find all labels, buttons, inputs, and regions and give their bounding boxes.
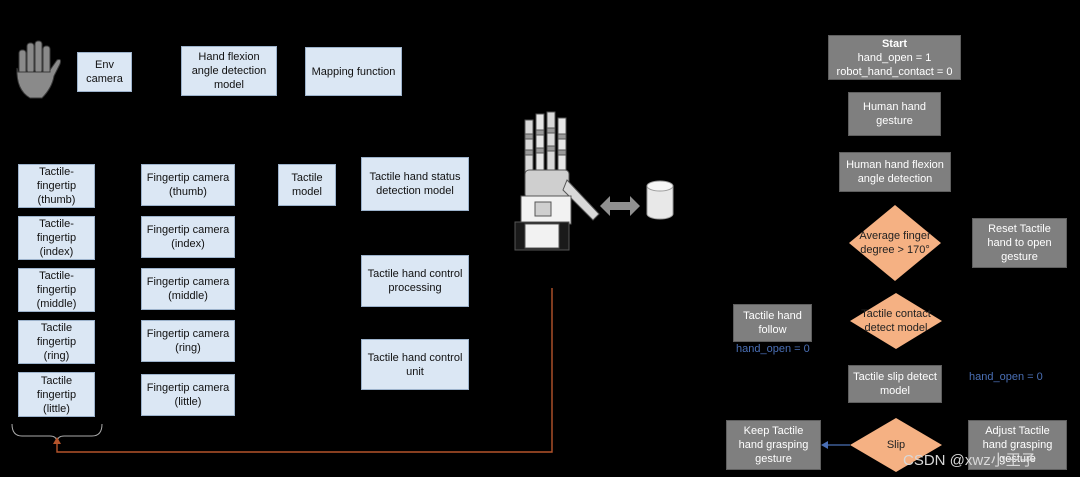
tactile-fingertip-middle: Tactile- fingertip (middle) bbox=[18, 268, 95, 312]
status-detection-box: Tactile hand status detection model bbox=[361, 157, 469, 211]
tactile-fingertip-index: Tactile- fingertip (index) bbox=[18, 216, 95, 260]
tactile-fingertip-ring: Tactile fingertip (ring) bbox=[18, 320, 95, 364]
fingertip-camera-thumb: Fingertip camera (thumb) bbox=[141, 164, 235, 206]
fingertip-camera-middle: Fingertip camera (middle) bbox=[141, 268, 235, 310]
watermark-text: CSDN @xwz小王子 bbox=[903, 452, 1036, 469]
slip-decision-label: Slip bbox=[886, 439, 906, 451]
angle-decision-label: Average finger degree > 170° bbox=[859, 230, 931, 256]
robot-hand-icon bbox=[514, 111, 600, 251]
hand-follow-box: Tactile hand follow bbox=[733, 304, 812, 342]
contact-decision-label: Tactile contact detect model bbox=[861, 308, 931, 334]
fingertip-camera-little: Fingertip camera (little) bbox=[141, 374, 235, 416]
control-unit-box: Tactile hand control unit bbox=[361, 339, 469, 390]
feedback-line bbox=[56, 288, 553, 453]
control-processing-box: Tactile hand control processing bbox=[361, 255, 469, 307]
tactile-fingertip-little: Tactile fingertip (little) bbox=[18, 372, 95, 417]
start-box: Start hand_open = 1 robot_hand_contact =… bbox=[828, 35, 961, 80]
start-init-values: hand_open = 1 robot_hand_contact = 0 bbox=[836, 51, 953, 78]
note-hand-open-right: hand_open = 0 bbox=[969, 371, 1043, 383]
cylinder-icon bbox=[646, 180, 674, 220]
tactile-fingertip-thumb: Tactile- fingertip (thumb) bbox=[18, 164, 95, 208]
fingertip-camera-ring: Fingertip camera (ring) bbox=[141, 320, 235, 362]
fingertip-camera-index: Fingertip camera (index) bbox=[141, 216, 235, 258]
double-arrow-icon bbox=[600, 196, 640, 216]
angle-decision: Average finger degree > 170° bbox=[849, 205, 941, 281]
note-hand-open-left: hand_open = 0 bbox=[736, 343, 810, 355]
start-title: Start bbox=[881, 37, 908, 50]
feedback-arrowhead bbox=[53, 437, 61, 444]
contact-decision: Tactile contact detect model bbox=[850, 293, 942, 349]
hand-icon bbox=[16, 40, 62, 99]
tactile-model-box: Tactile model bbox=[278, 164, 336, 206]
slip-decision: Slip bbox=[850, 418, 942, 472]
reset-open-box: Reset Tactile hand to open gesture bbox=[972, 218, 1067, 268]
env-camera-box: Env camera bbox=[77, 52, 132, 92]
flexion-detection-box: Human hand flexion angle detection bbox=[839, 152, 951, 192]
keep-grasp-box: Keep Tactile hand grasping gesture bbox=[726, 420, 821, 470]
mapping-function-box: Mapping function bbox=[305, 47, 402, 96]
flexion-model-box: Hand flexion angle detection model bbox=[181, 46, 277, 96]
slip-detect-box: Tactile slip detect model bbox=[848, 365, 942, 403]
slip-keep-arrowhead bbox=[821, 441, 828, 449]
human-gesture-box: Human hand gesture bbox=[848, 92, 941, 136]
adjust-grasp-box: Adjust Tactile hand grasping gesture bbox=[968, 420, 1067, 470]
